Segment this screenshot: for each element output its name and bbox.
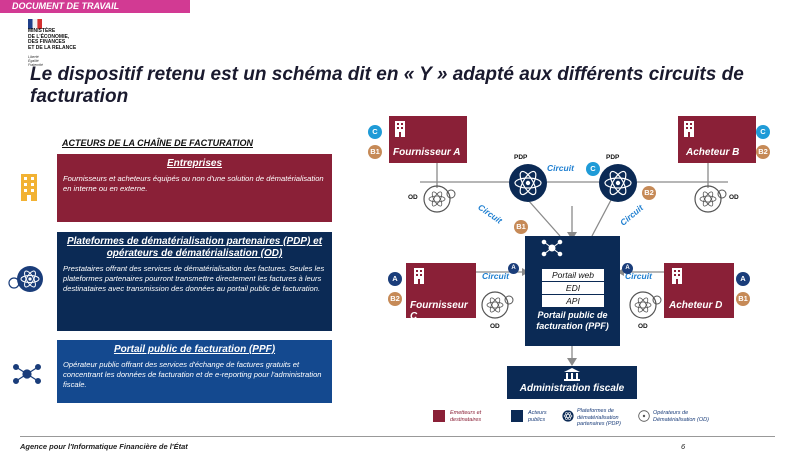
- motto-line: Égalité: [28, 59, 39, 63]
- badge-a: A: [622, 263, 633, 274]
- badge-a: A: [388, 272, 402, 286]
- node-label: Acheteur B: [686, 147, 740, 158]
- node-fournisseur-a: Fournisseur A: [389, 116, 467, 163]
- footer-agency: Agence pour l'Informatique Financière de…: [20, 442, 188, 451]
- legend-pdp: Plateformes de dématérialisation partena…: [577, 408, 622, 427]
- circuit-label: Circuit: [625, 271, 652, 281]
- node-label: Fournisseur C: [410, 300, 468, 322]
- building-icon: [20, 172, 38, 207]
- document-banner: DOCUMENT DE TRAVAIL: [0, 0, 190, 13]
- ministry-motto: Liberté Égalité Fraternité: [28, 55, 58, 67]
- ppf-api: API: [541, 294, 605, 308]
- pdp-label: PDP: [606, 154, 620, 161]
- od-icon: [628, 290, 662, 325]
- motto-line: Liberté: [28, 55, 39, 59]
- ministry-line: DE L'ÉCONOMIE,: [28, 33, 70, 40]
- card-text: Prestataires offrant des services de dém…: [63, 264, 325, 293]
- od-icon: [422, 184, 456, 219]
- node-fournisseur-c: Fournisseur C: [406, 263, 476, 322]
- badge-b1: B1: [368, 145, 382, 159]
- pdp-label: PDP: [514, 154, 528, 161]
- badge-b2: B2: [642, 186, 656, 200]
- od-label: OD: [638, 323, 648, 330]
- od-icon: [693, 184, 727, 219]
- node-label: Fournisseur A: [393, 147, 461, 158]
- marianne-logo: [28, 16, 42, 29]
- node-acheteur-b: Acheteur B: [678, 116, 756, 163]
- badge-b2: B2: [388, 292, 402, 306]
- motto-line: Fraternité: [28, 63, 43, 67]
- badge-c: C: [756, 125, 770, 139]
- od-label: OD: [408, 194, 418, 201]
- badge-c: C: [368, 125, 382, 139]
- network-icon: [12, 362, 42, 391]
- building-icon: [684, 121, 694, 137]
- card-text: Opérateur public offrant des services d'…: [63, 360, 322, 389]
- ministry-line: ET DE LA RELANCE: [28, 44, 77, 51]
- badge-b1: B1: [736, 292, 750, 306]
- legend-od-icon: [638, 409, 650, 427]
- network-icon: [541, 239, 563, 257]
- node-ppf: Portail web EDI API Portail public de fa…: [525, 236, 620, 346]
- badge-a: A: [508, 263, 519, 274]
- footer-divider: [20, 436, 775, 437]
- node-admin-fiscale: Administration fiscale: [507, 366, 637, 399]
- ministry-line: MINISTÈRE: [28, 28, 56, 34]
- building-icon: [414, 268, 424, 284]
- building-icon: [672, 268, 682, 284]
- card-text: Fournisseurs et acheteurs équipés ou non…: [63, 174, 324, 193]
- ministry-line: DES FINANCES: [28, 39, 66, 46]
- badge-c: C: [586, 162, 600, 176]
- od-label: OD: [490, 323, 500, 330]
- od-icon: [480, 290, 514, 325]
- card-title: Portail public de facturation (PPF): [113, 344, 276, 355]
- slide-title: Le dispositif retenu est un schéma dit e…: [30, 64, 744, 107]
- card-title: Entreprises: [166, 158, 223, 169]
- actors-heading: ACTEURS DE LA CHAÎNE DE FACTURATION: [62, 138, 253, 148]
- circuit-label: Circuit: [482, 271, 509, 281]
- platform-icon: [8, 262, 46, 301]
- badge-b1: B1: [514, 220, 528, 234]
- legend-pdp-icon: [562, 409, 574, 427]
- legend-swatch-acteurs: [511, 410, 523, 422]
- legend-swatch-emetteurs: [433, 410, 445, 422]
- ppf-label: Portail public de facturation (PPF): [536, 310, 609, 331]
- ministry-name: MINISTÈRE DE L'ÉCONOMIE, DES FINANCES ET…: [28, 28, 98, 51]
- institution-icon: [564, 368, 580, 381]
- card-ppf: Portail public de facturation (PPF) Opér…: [57, 340, 332, 403]
- card-pdp-od: Plateformes de dématérialisation partena…: [57, 232, 332, 331]
- page-number: 6: [681, 442, 686, 451]
- circuit-label: Circuit: [547, 163, 574, 173]
- od-label: OD: [729, 194, 739, 201]
- legend-acteurs: Acteurs publics: [528, 410, 547, 423]
- pdp-atom-icon: [508, 163, 548, 208]
- ppf-portail-web: Portail web: [541, 268, 605, 282]
- legend-od: Opérateurs de Dématérialisation (OD): [653, 410, 709, 423]
- badge-a: A: [736, 272, 750, 286]
- badge-b2: B2: [756, 145, 770, 159]
- legend-emetteurs: Emetteurs et destinataires: [450, 410, 482, 423]
- building-icon: [395, 121, 405, 137]
- node-acheteur-d: Acheteur D: [664, 263, 734, 318]
- node-label: Acheteur D: [669, 300, 723, 311]
- card-title: Plateformes de dématérialisation partena…: [66, 236, 323, 259]
- ppf-edi: EDI: [541, 281, 605, 295]
- card-entreprises: Entreprises Fournisseurs et acheteurs éq…: [57, 154, 332, 222]
- pdp-atom-icon: [598, 163, 638, 208]
- admin-label: Administration fiscale: [519, 383, 625, 394]
